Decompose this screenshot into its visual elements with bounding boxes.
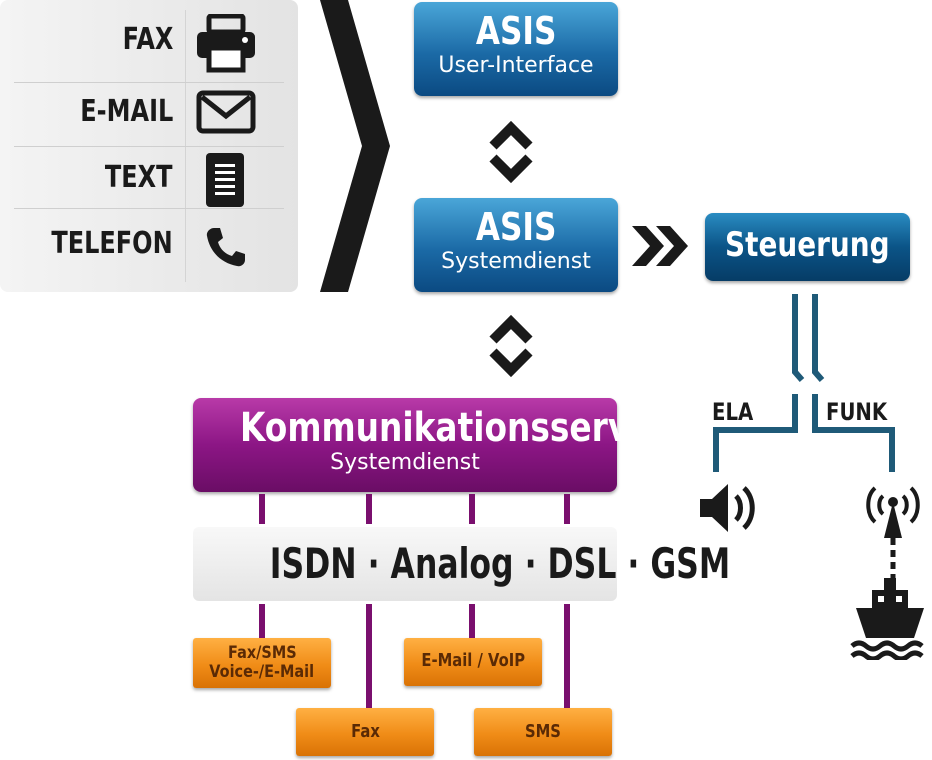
asis-ui-title: ASIS [475, 9, 557, 53]
forward-arrow-icon [632, 226, 688, 266]
kommserver-title: Kommunikationsserver [239, 405, 668, 451]
antenna-icon [866, 486, 920, 538]
endpoint-email-voip: E-Mail / VoIP [404, 638, 542, 686]
row-divider [14, 146, 284, 147]
asis-ui-subtitle: User-Interface [438, 53, 594, 78]
row-divider [14, 208, 284, 209]
connector-line [564, 494, 570, 524]
ela-label: ELA [712, 398, 754, 426]
asis-sys-title: ASIS [475, 205, 557, 249]
input-channels-panel: FAX E-MAIL TEXT TELEFON [0, 0, 298, 292]
kommunikationsserver-box: Kommunikationsserver Systemdienst [193, 398, 668, 492]
connector-line [366, 604, 372, 708]
endpoint-label: E-Mail / VoIP [421, 650, 525, 671]
phone-icon [206, 228, 245, 267]
connector-line [564, 604, 570, 708]
connector-line [259, 494, 265, 524]
endpoint-label: Fax [350, 721, 380, 742]
connector-line [469, 494, 475, 524]
document-icon [206, 153, 244, 207]
speaker-icon [700, 484, 755, 532]
input-label-telefon: TELEFON [51, 226, 173, 261]
envelope-icon [196, 90, 256, 134]
endpoint-fax: Fax [296, 708, 434, 756]
steuerung-title: Steuerung [725, 225, 890, 265]
input-label-fax: FAX [122, 22, 173, 57]
asis-sys-subtitle: Systemdienst [441, 249, 591, 274]
ship-icon [850, 578, 924, 660]
asis-systemdienst-box: ASIS Systemdienst [414, 198, 618, 292]
network-types-label: ISDN · Analog · DSL · GSM [269, 539, 731, 588]
radio-link-line [890, 538, 896, 582]
connector-line [366, 494, 372, 524]
large-chevron-arrow [320, 0, 390, 292]
endpoint-line2: Voice-/E-Mail [209, 662, 315, 682]
connector-line [469, 604, 475, 638]
bidirectional-arrow-icon [489, 314, 533, 378]
connector-line [259, 604, 265, 638]
funk-label: FUNK [826, 398, 888, 426]
endpoint-line1: Fax/SMS [227, 643, 297, 663]
control-output-lines [713, 294, 895, 472]
endpoint-label: SMS [525, 721, 561, 742]
input-label-email: E-MAIL [79, 94, 173, 129]
asis-user-interface-box: ASIS User-Interface [414, 2, 618, 96]
steuerung-box: Steuerung [705, 213, 910, 281]
bidirectional-arrow-icon [489, 120, 533, 184]
network-types-bar: ISDN · Analog · DSL · GSM [193, 527, 730, 601]
endpoint-sms: SMS [474, 708, 612, 756]
printer-icon [197, 14, 255, 73]
input-label-text: TEXT [105, 160, 173, 195]
kommserver-subtitle: Systemdienst [330, 450, 480, 475]
endpoint-fax-sms-voice-email: Fax/SMS Voice-/E-Mail [193, 638, 331, 688]
row-divider [14, 82, 284, 83]
